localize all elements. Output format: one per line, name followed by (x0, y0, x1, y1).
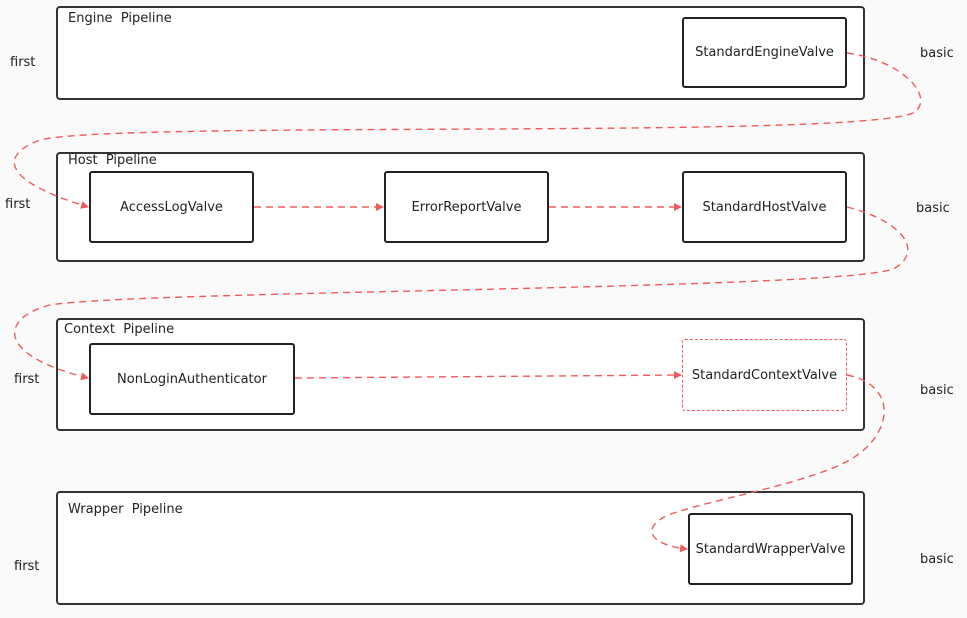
engine-basic-label: basic (920, 46, 954, 61)
non-login-authenticator: NonLoginAuthenticator (89, 343, 295, 415)
wrapper-basic-label: basic (920, 552, 954, 567)
access-log-valve: AccessLogValve (89, 171, 254, 243)
context-basic-label: basic (920, 383, 954, 398)
error-report-valve: ErrorReportValve (384, 171, 549, 243)
standard-host-valve: StandardHostValve (682, 171, 847, 243)
engine-pipeline-title: Engine Pipeline (68, 11, 172, 26)
engine-first-label: first (10, 55, 36, 70)
standard-context-valve: StandardContextValve (682, 339, 847, 411)
wrapper-pipeline-title: Wrapper Pipeline (68, 502, 183, 517)
host-first-label: first (5, 197, 31, 212)
standard-wrapper-valve: StandardWrapperValve (688, 513, 853, 585)
host-basic-label: basic (916, 201, 950, 216)
context-pipeline-title: Context Pipeline (64, 322, 175, 337)
standard-engine-valve: StandardEngineValve (682, 17, 847, 88)
host-pipeline-title: Host Pipeline (68, 153, 157, 168)
wrapper-first-label: first (14, 559, 40, 574)
context-first-label: first (14, 372, 40, 387)
